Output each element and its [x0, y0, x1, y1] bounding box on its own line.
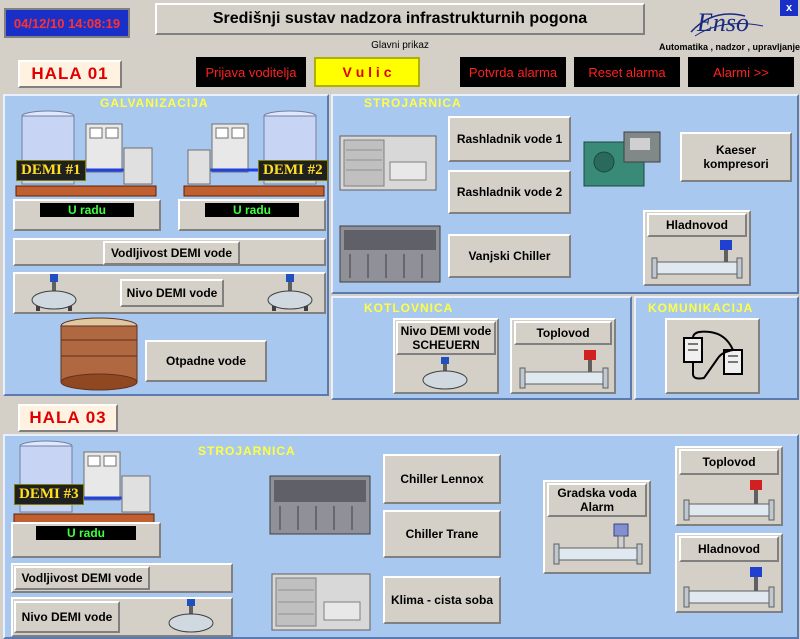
demi1-label: DEMI #1: [16, 160, 86, 181]
datetime-text: 04/12/10 14:08:19: [13, 15, 121, 31]
chiller1-button[interactable]: Rashladnik vode 1: [448, 116, 571, 162]
chiller-lennox-button[interactable]: Chiller Lennox: [383, 454, 501, 504]
hot-water-button[interactable]: Toplovod: [514, 321, 612, 345]
tank-level-icon: [168, 599, 214, 633]
chiller2-label: Rashladnik vode 2: [456, 185, 563, 199]
datetime-display: 04/12/10 14:08:19: [4, 8, 130, 38]
demi1-status: U radu: [40, 203, 134, 217]
network-link-icon: [682, 330, 743, 380]
brand-name: Enso: [697, 8, 749, 37]
clean-room-label: Klima - cista soba: [390, 593, 494, 607]
hala03-conductivity-button[interactable]: Vodljivost DEMI vode: [14, 566, 150, 590]
alarms-label: Alarmi >>: [713, 64, 769, 80]
chiller-trane-label: Chiller Trane: [405, 527, 479, 541]
current-user-text: V u l i c: [342, 64, 392, 80]
cold-water-label: Hladnovod: [666, 218, 728, 232]
tank-level-icon: [267, 274, 313, 311]
page-subtitle: Glavni prikaz: [371, 40, 429, 51]
galvanizacija-title: GALVANIZACIJA: [100, 96, 209, 110]
demi-level-button[interactable]: Nivo DEMI vode: [120, 279, 224, 307]
kaeser-button[interactable]: Kaeser kompresori: [680, 132, 792, 182]
demi3-label: DEMI #3: [14, 484, 84, 505]
kotlovnica-title: KOTLOVNICA: [364, 301, 454, 315]
hala01-text: HALA 01: [31, 64, 109, 83]
tank-level-icon: [31, 274, 77, 311]
hala03-strojarnica-title: STROJARNICA: [198, 444, 296, 458]
page-title: Središnji sustav nadzora infrastrukturni…: [155, 3, 645, 35]
reset-alarm-button[interactable]: Reset alarma: [574, 57, 680, 87]
current-user: V u l i c: [314, 57, 420, 87]
brand-logo: Enso: [683, 6, 773, 40]
close-button[interactable]: x: [780, 0, 798, 16]
waste-water-button[interactable]: Otpadne vode: [145, 340, 267, 382]
login-label: Prijava voditelja: [205, 64, 297, 80]
strojarnica-title: STROJARNICA: [364, 96, 462, 110]
hala03-cold-water-button[interactable]: Hladnovod: [679, 536, 779, 562]
cold-water-button[interactable]: Hladnovod: [647, 213, 747, 237]
hot-pipe-icon: [683, 480, 775, 521]
hala03-label: HALA 03: [18, 404, 118, 432]
clean-room-unit-icon: [271, 573, 371, 631]
hala03-hot-water-button[interactable]: Toplovod: [679, 449, 779, 475]
hot-pipe-icon: [519, 350, 609, 389]
kaeser-label: Kaeser kompresori: [703, 143, 769, 171]
demi-conductivity-button[interactable]: Vodljivost DEMI vode: [103, 241, 240, 265]
hala03-level-label: Nivo DEMI vode: [21, 610, 113, 624]
confirm-alarm-button[interactable]: Potvrda alarma: [460, 57, 566, 87]
chiller2-button[interactable]: Rashladnik vode 2: [448, 170, 571, 214]
demi-conductivity-label: Vodljivost DEMI vode: [110, 246, 233, 260]
clean-room-button[interactable]: Klima - cista soba: [383, 576, 501, 624]
chiller-unit-icon: [339, 135, 437, 191]
demi-level-label: Nivo DEMI vode: [126, 286, 218, 300]
chiller-trane-button[interactable]: Chiller Trane: [383, 510, 501, 558]
alarms-button[interactable]: Alarmi >>: [688, 57, 794, 87]
komunikacija-title: KOMUNIKACIJA: [648, 301, 754, 315]
tank-level-icon: [422, 357, 468, 390]
communication-button[interactable]: [665, 318, 760, 394]
chiller-lennox-label: Chiller Lennox: [400, 472, 484, 486]
city-water-alarm-button[interactable]: Gradska voda Alarm: [547, 483, 647, 517]
chiller-lennox-icon: [269, 475, 371, 535]
hala03-cold-water-label: Hladnovod: [698, 542, 760, 556]
demi3-unit-icon: [13, 440, 155, 525]
demi2-label: DEMI #2: [258, 160, 328, 181]
demi2-unit-icon: [183, 110, 325, 197]
outdoor-chiller-icon: [339, 225, 441, 283]
compressor-icon: [583, 131, 661, 187]
login-button[interactable]: Prijava voditelja: [196, 57, 306, 87]
hala03-conductivity-label: Vodljivost DEMI vode: [21, 571, 143, 585]
cold-pipe-icon: [683, 567, 775, 608]
cold-pipe-icon: [651, 240, 743, 279]
enso-logo-icon: [690, 13, 764, 37]
waste-water-tank-icon: [60, 317, 138, 391]
hot-water-label: Toplovod: [536, 326, 590, 340]
city-water-pipe-icon: [553, 523, 643, 565]
outdoor-chiller-button[interactable]: Vanjski Chiller: [448, 234, 571, 278]
brand-tagline: Automatika , nadzor , upravljanje: [658, 42, 800, 52]
page-title-text: Središnji sustav nadzora infrastrukturni…: [212, 10, 588, 27]
hala03-text: HALA 03: [29, 408, 107, 427]
chiller1-label: Rashladnik vode 1: [456, 132, 563, 146]
scheuern-level-label: Nivo DEMI vode SCHEUERN: [400, 324, 492, 352]
scheuern-level-button[interactable]: Nivo DEMI vode SCHEUERN: [396, 321, 496, 355]
confirm-alarm-label: Potvrda alarma: [468, 64, 558, 80]
hala03-hot-water-label: Toplovod: [702, 455, 756, 469]
waste-water-label: Otpadne vode: [165, 354, 246, 368]
demi2-status: U radu: [205, 203, 299, 217]
outdoor-chiller-label: Vanjski Chiller: [468, 249, 551, 263]
city-water-alarm-label: Gradska voda Alarm: [557, 486, 637, 514]
hala01-label: HALA 01: [18, 60, 122, 88]
reset-alarm-label: Reset alarma: [588, 64, 666, 80]
close-icon: x: [785, 2, 793, 14]
hala03-level-button[interactable]: Nivo DEMI vode: [14, 601, 120, 633]
demi3-status: U radu: [36, 526, 136, 540]
demi1-unit-icon: [15, 110, 157, 197]
